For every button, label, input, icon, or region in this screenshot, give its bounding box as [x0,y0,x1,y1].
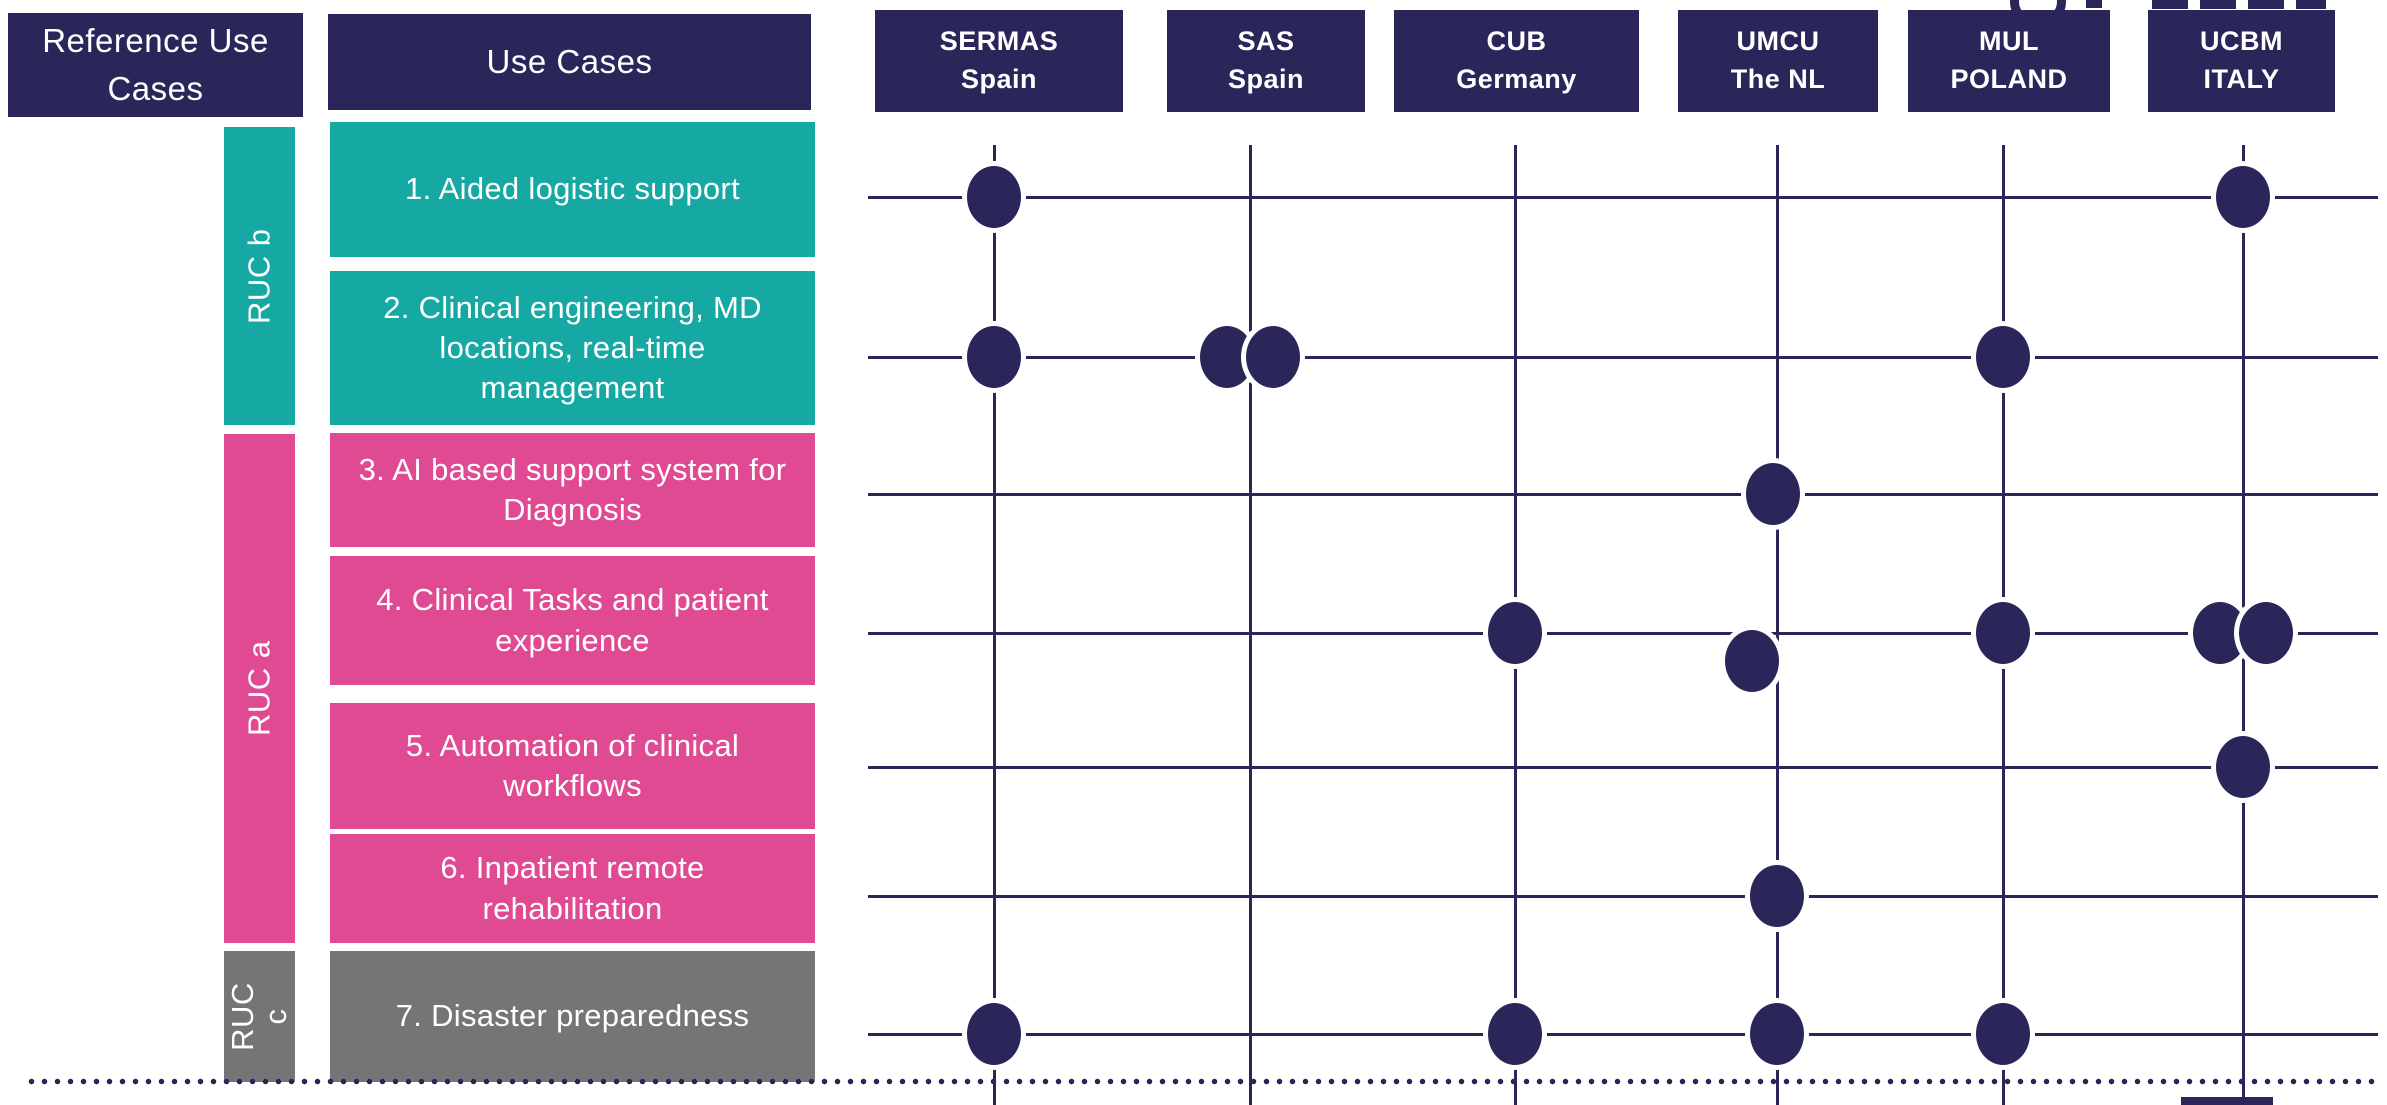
grid-row-line-6 [868,895,2378,898]
column-header-cub: CUB Germany [1394,10,1639,112]
cropped-logo-fragment-icon [2086,0,2102,8]
column-header-sas: SAS Spain [1167,10,1365,112]
cropped-logo-fragment-icon [2200,0,2236,9]
site-location: Spain [960,64,1037,94]
site-name: UMCU [1736,26,1820,57]
use-case-label: 7. Disaster preparedness [395,998,750,1034]
group-label: RUC c [224,982,293,1051]
grid-row-line-7 [868,1033,2378,1036]
group-bar-ruc-a: RUC a [224,434,295,943]
grid-row-line-4 [868,632,2378,635]
column-header-umcu: UMCU The NL [1678,10,1878,112]
matrix-dot-uc4-mul [1971,597,2035,669]
matrix-dot-uc4-umcu [1720,625,1784,697]
cropped-logo-fragment-icon [2248,0,2284,9]
use-case-box-5: 5. Automation of clinical workflows [330,703,815,829]
matrix-dot-uc3-umcu [1741,458,1805,530]
matrix-dot-uc2-sas-2 [1241,321,1305,393]
use-case-label: 6. Inpatient remote rehabilitation [440,850,705,926]
use-case-box-7: 7. Disaster preparedness [330,951,815,1082]
matrix-dot-uc1-ucbm [2211,161,2275,233]
cropped-logo-fragment-icon [2152,0,2188,9]
use-case-label: 1. Aided logistic support [405,171,740,207]
group-label: RUC a [241,640,277,737]
reference-use-cases-header: Reference Use Cases [8,13,303,117]
matrix-dot-uc4-ucbm-2 [2234,597,2298,669]
column-header-ucbm: UCBM ITALY [2148,10,2335,112]
site-location: Germany [1456,64,1577,94]
matrix-dot-uc7-cub [1483,998,1547,1070]
cropped-logo-fragment-icon [2296,0,2326,9]
use-case-label: 3. AI based support system for Diagnosis [358,451,787,527]
grid-column-line-umcu [1776,145,1779,1105]
use-case-box-6: 6. Inpatient remote rehabilitation [330,834,815,943]
reference-use-cases-label: Reference Use Cases [42,22,269,107]
matrix-dot-uc2-mul [1971,321,2035,393]
use-case-label: 5. Automation of clinical workflows [405,727,740,803]
column-header-sermas: SERMAS Spain [875,10,1123,112]
grid-column-line-sermas [993,145,996,1105]
use-cases-header: Use Cases [328,14,811,110]
matrix-dot-uc4-cub [1483,597,1547,669]
use-case-label: 2. Clinical engineering, MD locations, r… [383,289,762,406]
site-location: POLAND [1950,64,2068,94]
dotted-separator [25,1078,2380,1085]
matrix-dot-uc7-mul [1971,998,2035,1070]
site-location: ITALY [2203,64,2280,94]
site-name: CUB [1486,26,1547,57]
matrix-dot-uc2-sermas [962,321,1026,393]
grid-row-line-1 [868,196,2378,199]
matrix-dot-uc5-ucbm [2211,731,2275,803]
column-header-mul: MUL POLAND [1908,10,2110,112]
site-name: UCBM [2200,26,2283,57]
use-case-label: 4. Clinical Tasks and patient experience [376,582,769,658]
grid-row-line-3 [868,493,2378,496]
grid-row-line-2 [868,356,2378,359]
group-label: RUC b [241,228,277,324]
use-cases-label: Use Cases [486,43,653,81]
site-location: The NL [1730,64,1826,94]
matrix-dot-uc7-sermas [962,998,1026,1070]
group-bar-ruc-b: RUC b [224,127,295,425]
site-name: SAS [1237,26,1295,57]
matrix-dot-uc7-umcu [1745,998,1809,1070]
matrix-dot-uc6-umcu [1745,860,1809,932]
site-name: SERMAS [939,26,1059,57]
cropped-bottom-right-bar [2181,1097,2273,1105]
site-location: Spain [1227,64,1304,94]
matrix-dot-uc1-sermas [962,161,1026,233]
use-case-box-2: 2. Clinical engineering, MD locations, r… [330,271,815,425]
grid-column-line-sas [1249,145,1252,1105]
use-case-box-4: 4. Clinical Tasks and patient experience [330,556,815,685]
use-case-box-1: 1. Aided logistic support [330,122,815,257]
use-case-box-3: 3. AI based support system for Diagnosis [330,433,815,547]
grid-row-line-5 [868,766,2378,769]
group-bar-ruc-c: RUC c [224,951,295,1082]
site-name: MUL [1979,26,2039,57]
